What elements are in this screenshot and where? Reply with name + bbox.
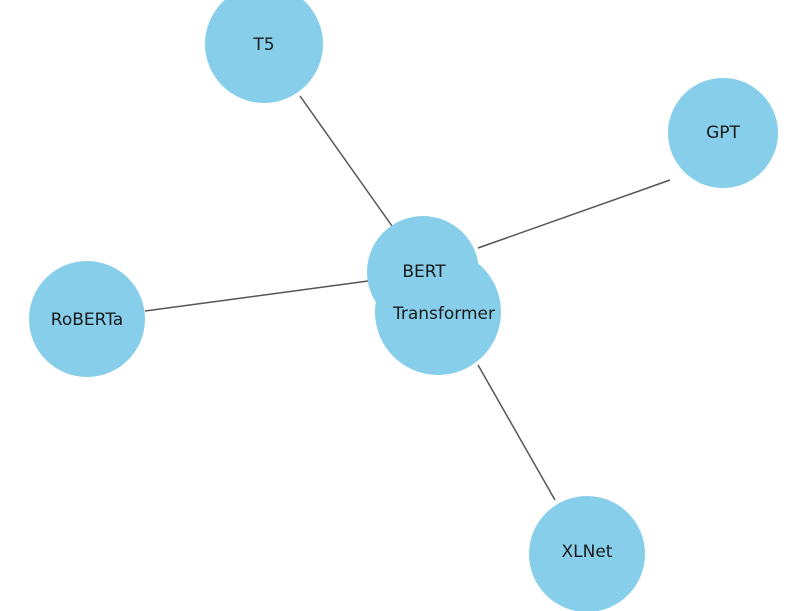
graph-node-transformer[interactable] bbox=[375, 249, 501, 375]
graph-node-gpt[interactable] bbox=[668, 78, 778, 188]
graph-node-label-gpt: GPT bbox=[706, 123, 740, 143]
edges-layer bbox=[144, 95, 671, 501]
graph-node-roberta[interactable] bbox=[29, 261, 145, 377]
graph-edge-t5-bert bbox=[299, 95, 393, 227]
graph-node-label-xlnet: XLNet bbox=[562, 542, 613, 562]
graph-edge-bert-gpt bbox=[477, 179, 671, 249]
graph-edge-bert-xlnet bbox=[477, 364, 556, 501]
graph-node-label-transformer: Transformer bbox=[392, 304, 495, 324]
graph-edge-roberta-bert bbox=[144, 280, 369, 312]
graph-node-t5[interactable] bbox=[205, 0, 323, 103]
graph-node-label-bert: BERT bbox=[402, 262, 446, 282]
nodes-layer bbox=[29, 0, 778, 611]
graph-node-xlnet[interactable] bbox=[529, 496, 645, 611]
graph-node-label-t5: T5 bbox=[252, 35, 274, 55]
graph-node-label-roberta: RoBERTa bbox=[51, 310, 123, 330]
